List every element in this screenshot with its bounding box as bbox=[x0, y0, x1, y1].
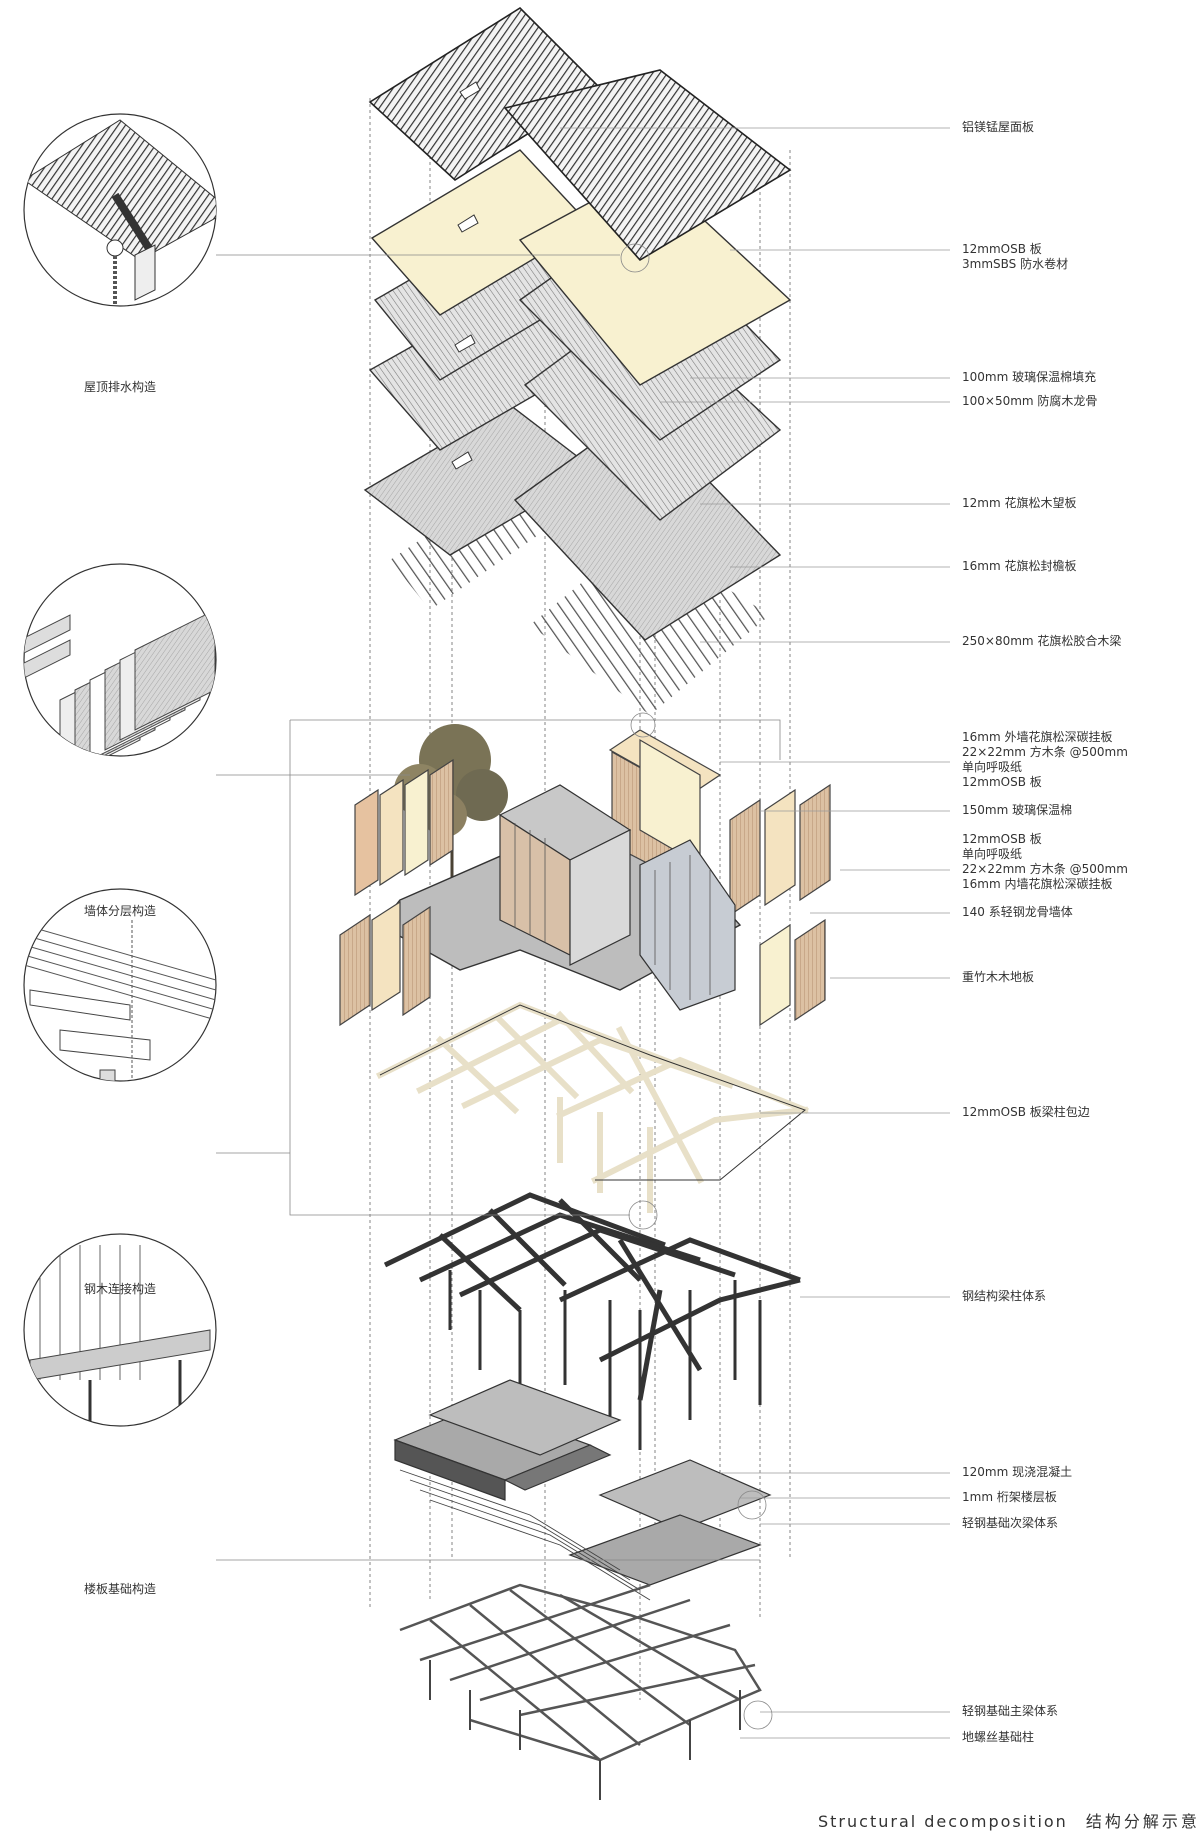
detail-wall-layers bbox=[23, 563, 217, 757]
callout-osb-wrapping: 12mmOSB 板梁柱包边 bbox=[962, 1105, 1090, 1119]
floor-slabs bbox=[393, 1379, 772, 1586]
wall-panels-left bbox=[339, 758, 454, 1027]
callout-light-steel-wall: 140 系轻钢龙骨墙体 bbox=[962, 905, 1073, 919]
leader-lines bbox=[560, 127, 950, 1739]
callout-wall-insulation: 150mm 玻璃保温棉 bbox=[962, 803, 1073, 817]
callout-roof-panel: 铝镁锰屋面板 bbox=[962, 120, 1035, 134]
detail-steel-wood-joint bbox=[23, 888, 217, 1082]
central-rooms bbox=[498, 784, 736, 1011]
detail-caption-floor-foundation: 楼板基础构造 bbox=[83, 1582, 157, 1596]
detail-floor-foundation bbox=[23, 1233, 217, 1427]
callout-glass-wool-fill: 100mm 玻璃保温棉填充 bbox=[962, 370, 1097, 384]
callout-truss-deck: 1mm 桁架楼层板 bbox=[962, 1490, 1057, 1504]
roof-layer-6-fascia bbox=[363, 404, 782, 641]
foundation-grid bbox=[399, 1583, 762, 1762]
diagram-title-en: Structural decomposition bbox=[818, 1812, 1068, 1831]
ground-screw-piles bbox=[429, 1660, 741, 1800]
callout-cast-concrete: 120mm 现浇混凝土 bbox=[962, 1465, 1073, 1479]
callout-timber-keel: 100×50mm 防腐木龙骨 bbox=[962, 394, 1098, 408]
decking-lines bbox=[399, 1469, 651, 1601]
detail-caption-steel-wood-joint: 钢木连接构造 bbox=[83, 1282, 157, 1296]
callout-screw-piles: 地螺丝基础柱 bbox=[962, 1730, 1035, 1744]
osb-wrapped-frame bbox=[375, 1001, 809, 1213]
diagram-title: Structural decomposition 结构分解示意 bbox=[818, 1808, 1200, 1832]
detail-leaders bbox=[216, 254, 781, 1561]
roof-layer-2-osb bbox=[370, 149, 792, 386]
detail-caption-roof-drainage: 屋顶排水构造 bbox=[83, 380, 157, 394]
callout-primary-beams: 轻钢基础主梁体系 bbox=[962, 1704, 1059, 1718]
callout-steel-frame: 钢结构梁柱体系 bbox=[962, 1289, 1047, 1303]
detail-roof-drainage bbox=[23, 113, 217, 307]
steel-columns bbox=[448, 1270, 762, 1450]
callout-glulam-beam: 250×80mm 花旗松胶合木梁 bbox=[962, 634, 1122, 648]
detail-caption-wall-layers: 墙体分层构造 bbox=[83, 904, 157, 918]
diagram-title-cn: 结构分解示意 bbox=[1085, 1812, 1200, 1831]
callout-roof-sheathing: 12mm 花旗松木望板 bbox=[962, 496, 1077, 510]
callout-bamboo-floor: 重竹木木地板 bbox=[962, 970, 1035, 984]
callout-fascia-board: 16mm 花旗松封檐板 bbox=[962, 559, 1077, 573]
roof-layer-1-metal bbox=[368, 6, 792, 262]
steel-frame bbox=[383, 1192, 801, 1401]
callout-secondary-beams: 轻钢基础次梁体系 bbox=[962, 1516, 1059, 1530]
